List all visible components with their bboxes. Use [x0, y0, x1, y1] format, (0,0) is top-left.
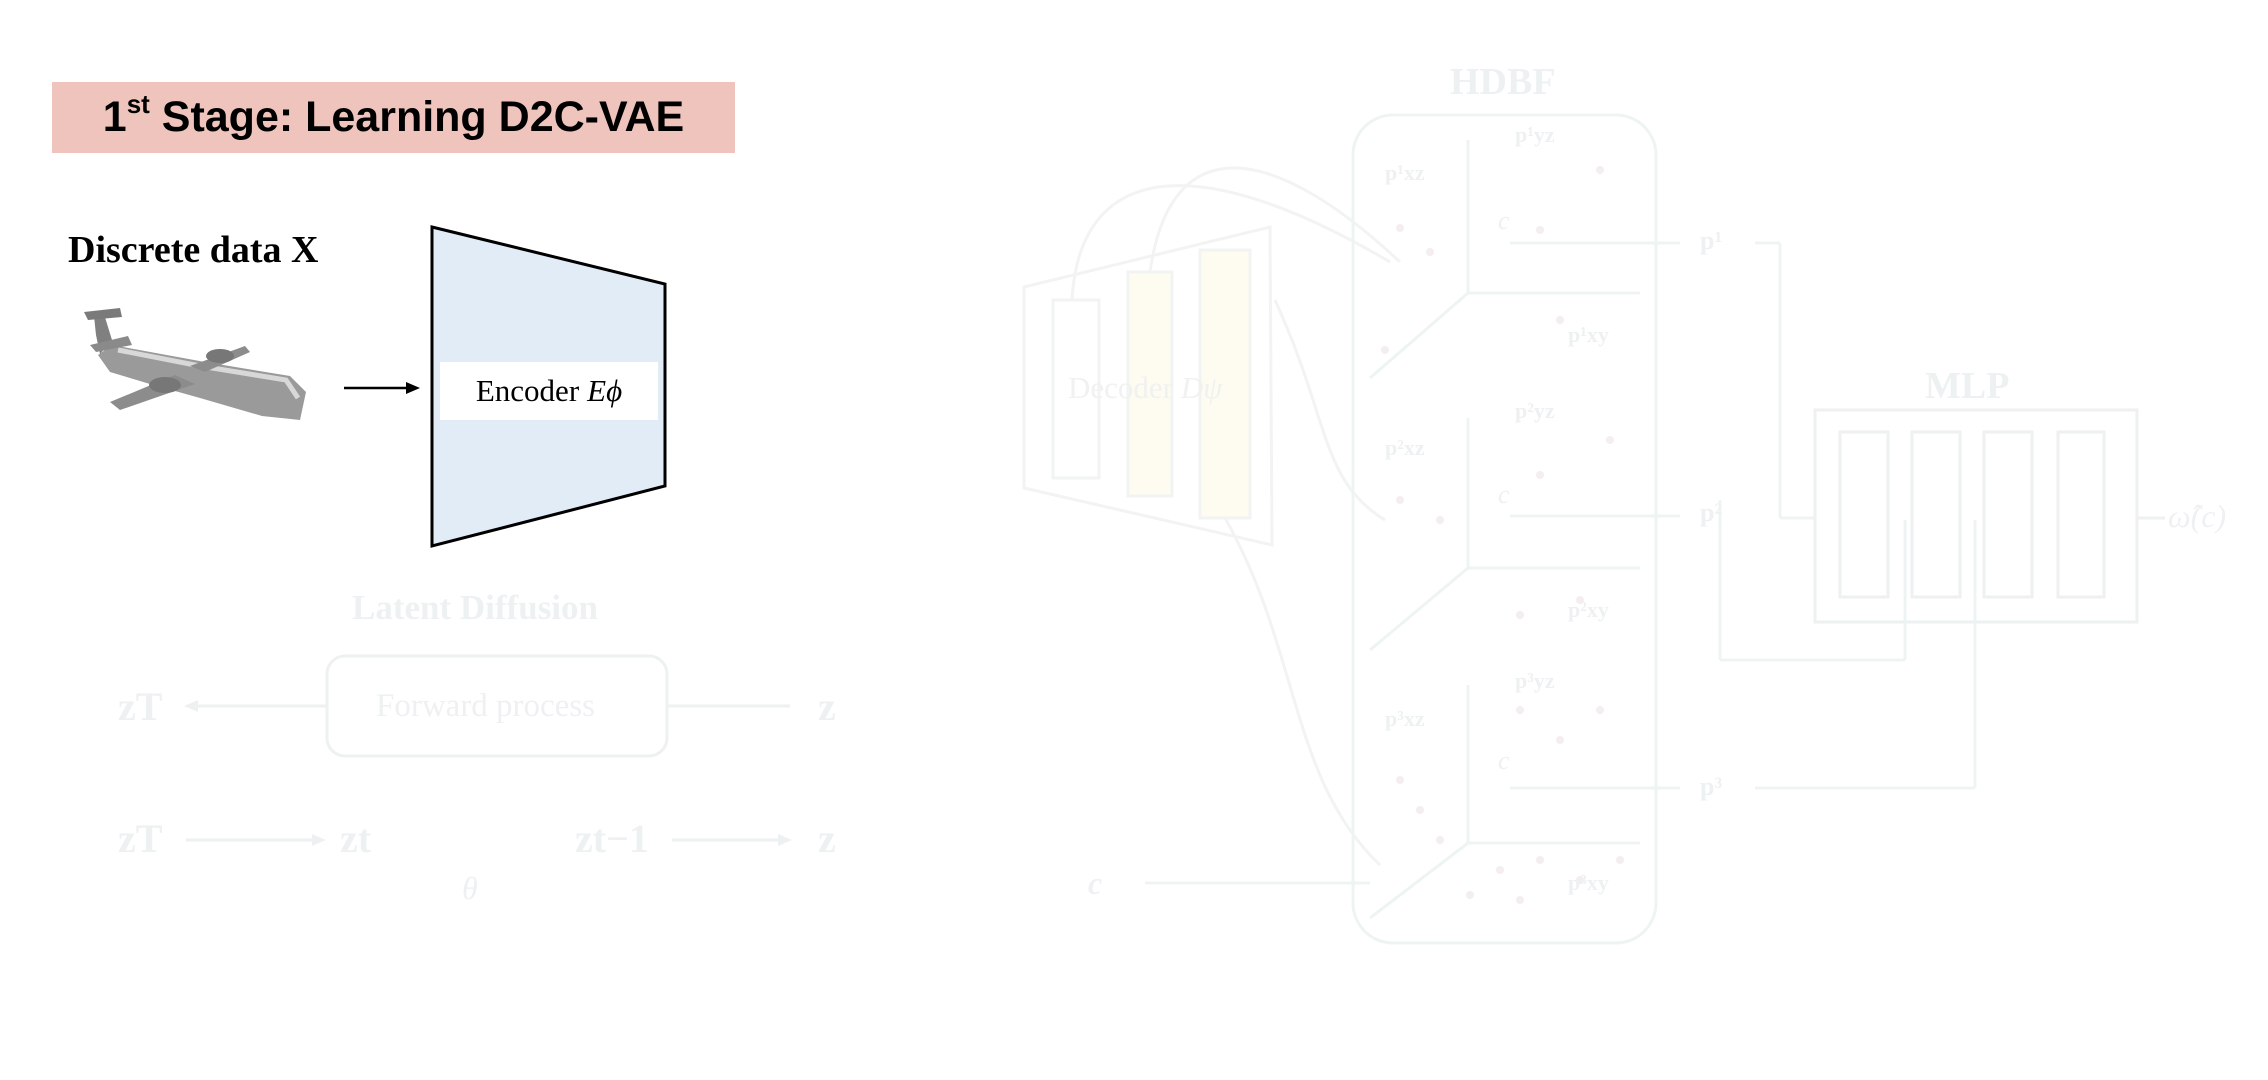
plane-label: p¹xz: [1385, 160, 1425, 185]
hdbf-title: HDBF: [1450, 61, 1556, 103]
feature-output-label: p²: [1700, 498, 1723, 527]
plane-label: p²xy: [1568, 597, 1609, 622]
mlp-output-label: ω̂(c): [2168, 498, 2227, 534]
z-label-1: z: [818, 684, 836, 729]
latent-diffusion-title: Latent Diffusion: [352, 588, 598, 627]
z-T-label-1: zT: [118, 684, 163, 729]
stage-title: 1st Stage: Learning D2C-VAE: [102, 89, 685, 141]
feature-output-label: p³: [1700, 772, 1723, 801]
c-label: c: [1498, 480, 1510, 509]
plane-label: p¹xy: [1568, 322, 1609, 347]
plane-label: p²xz: [1385, 435, 1425, 460]
hdbf-faded: [1145, 113, 1977, 945]
feature-output-label: p¹: [1700, 226, 1723, 255]
decoder-faded: [1022, 166, 1402, 867]
z-t-label: zt: [340, 816, 372, 861]
mlp-title: MLP: [1925, 365, 2010, 407]
c-label: c: [1498, 206, 1510, 235]
query-c-label: c: [1088, 865, 1103, 901]
discrete-data-label: Discrete data X: [68, 229, 319, 271]
mlp-faded: [1813, 408, 2165, 624]
plane-label: p¹yz: [1515, 122, 1555, 147]
latent-diffusion-faded: [184, 654, 792, 846]
plane-label: p³xz: [1385, 706, 1425, 731]
z-t-minus-1-label: zt−1: [575, 816, 649, 861]
decoder-label: Decoder Dψ: [1068, 370, 1223, 405]
airplane-image: [84, 308, 306, 420]
input-arrow: [344, 382, 420, 394]
plane-label: p³xy: [1568, 870, 1609, 895]
c-label: c: [1498, 746, 1510, 775]
plane-label: p²yz: [1515, 398, 1555, 423]
stage-banner: 1st Stage: Learning D2C-VAE: [52, 82, 735, 153]
theta-label: θ: [462, 870, 478, 906]
plane-label: p³yz: [1515, 668, 1555, 693]
z-label-2: z: [818, 816, 836, 861]
forward-process-label: Forward process: [376, 688, 596, 724]
z-T-label-2: zT: [118, 816, 163, 861]
hdbf-points: [1381, 166, 1624, 904]
